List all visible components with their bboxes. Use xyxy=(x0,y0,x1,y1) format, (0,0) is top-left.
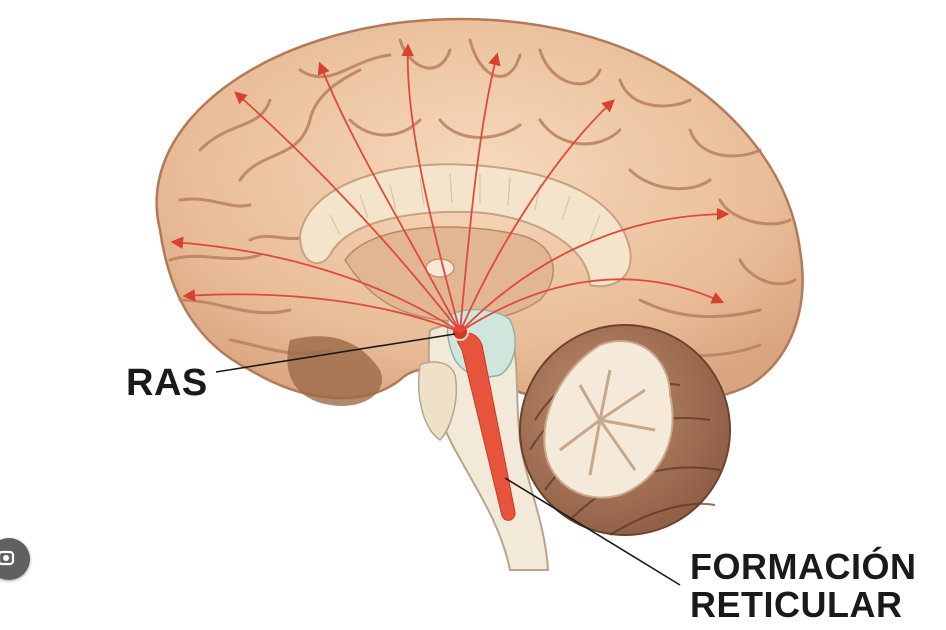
formacion-label-line1: FORMACIÓN xyxy=(690,548,916,586)
lens-search-icon xyxy=(0,547,20,571)
ras-label: RAS xyxy=(126,362,208,405)
interthalamic-adhesion xyxy=(426,259,454,277)
cerebellum xyxy=(520,325,730,535)
formacion-reticular-label: FORMACIÓN RETICULAR xyxy=(690,548,916,624)
formacion-label-line2: RETICULAR xyxy=(690,586,916,624)
